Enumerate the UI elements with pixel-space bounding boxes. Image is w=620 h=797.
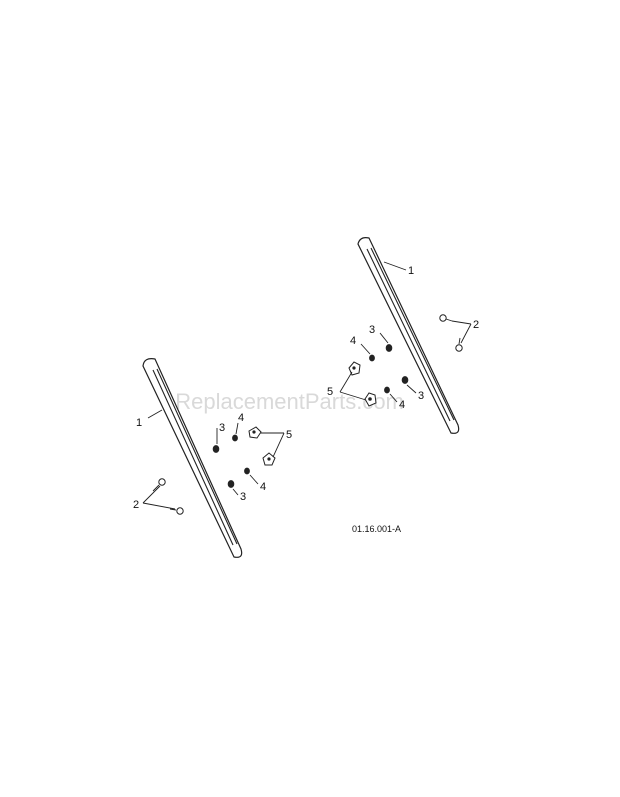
- callout-1-right: 1: [408, 265, 414, 277]
- callout-4-right-upper: 4: [350, 335, 356, 347]
- left-washer-upper[interactable]: [232, 434, 238, 442]
- callout-4-left-lower: 4: [260, 481, 266, 493]
- right-nut-upper[interactable]: [385, 344, 393, 352]
- callout-4-left-upper: 4: [238, 412, 244, 424]
- right-bracket-upper[interactable]: [348, 361, 361, 376]
- callout-3-left-upper: 3: [219, 422, 225, 434]
- callout-1-left: 1: [136, 417, 142, 429]
- callout-5-left: 5: [286, 429, 292, 441]
- right-carriage-bolt-lower[interactable]: [455, 337, 463, 352]
- left-bracket-lower[interactable]: [262, 452, 276, 466]
- callout-3-left-lower: 3: [240, 491, 246, 503]
- left-bracket-upper[interactable]: [248, 426, 262, 439]
- drawing-code: 01.16.001-A: [352, 524, 401, 534]
- left-carriage-bolt-upper[interactable]: [152, 478, 166, 492]
- left-washer-lower[interactable]: [244, 467, 250, 475]
- left-nut-upper[interactable]: [212, 445, 220, 453]
- right-washer-lower[interactable]: [384, 386, 390, 394]
- callout-3-right-lower: 3: [418, 390, 424, 402]
- callout-5-right: 5: [327, 386, 333, 398]
- left-carriage-bolt-lower[interactable]: [169, 507, 184, 515]
- right-nut-lower[interactable]: [401, 376, 409, 384]
- left-skid-shoe[interactable]: [142, 358, 243, 558]
- callout-3-right-upper: 3: [369, 324, 375, 336]
- callout-2-left: 2: [133, 499, 139, 511]
- left-nut-lower[interactable]: [227, 480, 235, 488]
- right-skid-assembly: 1 2 3 3 4 4: [327, 237, 479, 434]
- right-skid-shoe[interactable]: [357, 237, 460, 434]
- callout-2-right: 2: [473, 319, 479, 331]
- callout-4-right-lower: 4: [399, 399, 405, 411]
- right-carriage-bolt-upper[interactable]: [439, 314, 453, 322]
- watermark: eReplacementParts.com: [163, 389, 404, 414]
- right-bracket-lower[interactable]: [364, 392, 377, 407]
- right-washer-upper[interactable]: [369, 354, 375, 362]
- left-skid-assembly: 1 2 3 3 4 4: [133, 358, 292, 558]
